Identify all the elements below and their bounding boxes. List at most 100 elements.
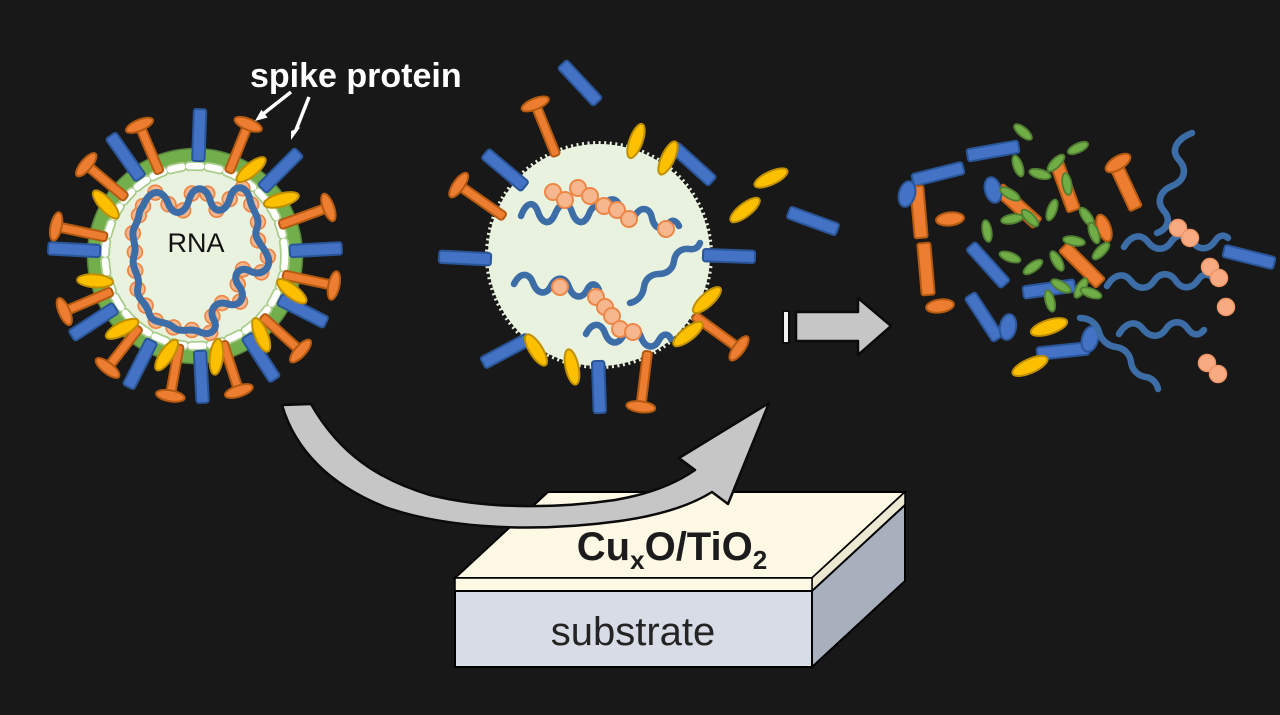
- blue-spike-protein: [68, 302, 119, 342]
- yellow-membrane-protein: [235, 156, 267, 184]
- spike-rod: [786, 205, 840, 237]
- blue-spike-protein: [481, 148, 529, 192]
- spike-rod: [47, 241, 102, 259]
- nucleocapsid-bead: [603, 307, 621, 325]
- free-nucleocapsid-bead: [1216, 297, 1236, 317]
- green-fragment-ellipse: [1049, 250, 1065, 272]
- nucleocapsid-bead: [608, 201, 626, 219]
- orange-fragment-ellipse: [1104, 152, 1132, 174]
- spike-head: [320, 192, 337, 223]
- yellow-membrane-protein: [251, 317, 272, 353]
- orange-spike-protein: [224, 115, 263, 175]
- fragment-rod: [1058, 241, 1106, 289]
- fragment-rod: [966, 241, 1010, 289]
- blue-spike-protein: [191, 107, 208, 163]
- rna-fragment: [1115, 319, 1208, 339]
- membrane-protein: [262, 191, 300, 209]
- yellow-membrane-protein: [76, 273, 115, 289]
- spike-rod: [701, 247, 757, 265]
- green-fragment-ellipse: [1066, 140, 1090, 156]
- blue-fragment-ellipse: [897, 180, 917, 208]
- yellow-membrane-protein: [657, 140, 679, 176]
- blue-spike-protein: [192, 349, 210, 404]
- blue-spike-protein: [257, 147, 304, 194]
- orange-spike-protein: [259, 313, 313, 364]
- spike-head: [55, 296, 73, 327]
- orange-spike-protein: [155, 343, 186, 403]
- decomposed-fragments: [897, 123, 1277, 393]
- yellow-membrane-protein: [691, 286, 723, 314]
- orange-spike-protein: [48, 211, 109, 243]
- spike-rod: [191, 107, 208, 163]
- yellow-membrane-protein: [672, 320, 704, 348]
- fragment-rod: [1221, 244, 1277, 270]
- blue-spike-protein: [122, 337, 158, 390]
- arrow-body: [794, 296, 893, 357]
- spike-head: [728, 335, 750, 362]
- rna-strand: [129, 184, 273, 337]
- nucleocapsid-bead: [620, 210, 638, 228]
- membrane-protein: [523, 333, 549, 367]
- blue-spike-protein: [105, 132, 146, 182]
- membrane-protein: [657, 140, 679, 176]
- arrow-stripe: [782, 310, 790, 344]
- blue-spike-protein: [557, 59, 603, 107]
- green-fragment-ellipse: [1079, 286, 1103, 300]
- blue-spike-protein: [288, 241, 343, 259]
- membrane-protein: [91, 189, 120, 220]
- spike-rod: [590, 359, 608, 415]
- photocatalyst-film-front: [454, 577, 813, 592]
- free-nucleocapsid-bead: [1208, 364, 1228, 384]
- membrane-protein: [691, 286, 723, 314]
- yellow-membrane-protein: [276, 278, 308, 305]
- orange-spike-protein: [277, 192, 337, 230]
- yellow-fragment-ellipse: [1029, 317, 1069, 337]
- nucleocapsid-bead: [551, 278, 569, 296]
- spike-rod: [257, 147, 304, 194]
- spike-head: [448, 171, 470, 199]
- spike-head: [124, 116, 155, 134]
- spike-rod: [122, 337, 158, 390]
- spike-head: [233, 115, 263, 133]
- blue-spike-fragment: [965, 139, 1021, 163]
- orange-spike-protein: [74, 152, 129, 202]
- nucleocapsid-bead: [624, 323, 642, 341]
- blue-spike-protein: [590, 359, 608, 415]
- yellow-membrane-protein: [208, 337, 225, 376]
- fragment-rod: [916, 241, 936, 297]
- spike-rod: [241, 332, 281, 383]
- fragment-rod: [910, 161, 966, 187]
- membrane-protein: [276, 278, 308, 305]
- orange-spike-protein: [281, 269, 342, 301]
- green-fragment-ellipse: [1020, 208, 1040, 228]
- nucleocapsid-bead: [657, 220, 675, 238]
- rna-fragment: [626, 239, 704, 307]
- substrate-front-face: [454, 590, 813, 668]
- yellow-membrane-protein: [91, 189, 120, 220]
- spike-rod: [557, 59, 603, 107]
- green-fragment-ellipse: [1061, 172, 1073, 196]
- green-fragment-ellipse: [999, 186, 1021, 202]
- free-nucleocapsid-bead: [1168, 218, 1188, 238]
- free-nucleocapsid-bead: [1180, 228, 1200, 248]
- fragment-rod: [964, 291, 1004, 343]
- yellow-membrane-protein: [104, 317, 140, 340]
- spike-rod: [68, 302, 119, 342]
- orange-fragment-ellipse: [925, 298, 955, 314]
- orange-spike-protein: [218, 339, 254, 399]
- green-fragment-ellipse: [1028, 167, 1052, 181]
- spike-rod: [481, 148, 529, 192]
- spike-head: [326, 270, 342, 301]
- spike-rod: [437, 249, 493, 267]
- membrane-protein: [672, 320, 704, 348]
- green-fragment-ellipse: [1087, 221, 1101, 245]
- orange-spike-protein: [124, 116, 165, 175]
- blue-spike-fragment: [964, 291, 1004, 343]
- blue-fragment-ellipse: [998, 313, 1018, 341]
- orange-spike-protein: [94, 324, 143, 379]
- orange-spike-protein: [55, 286, 114, 327]
- spike-head: [520, 95, 550, 113]
- pointer-arrowhead-icon: [291, 127, 301, 140]
